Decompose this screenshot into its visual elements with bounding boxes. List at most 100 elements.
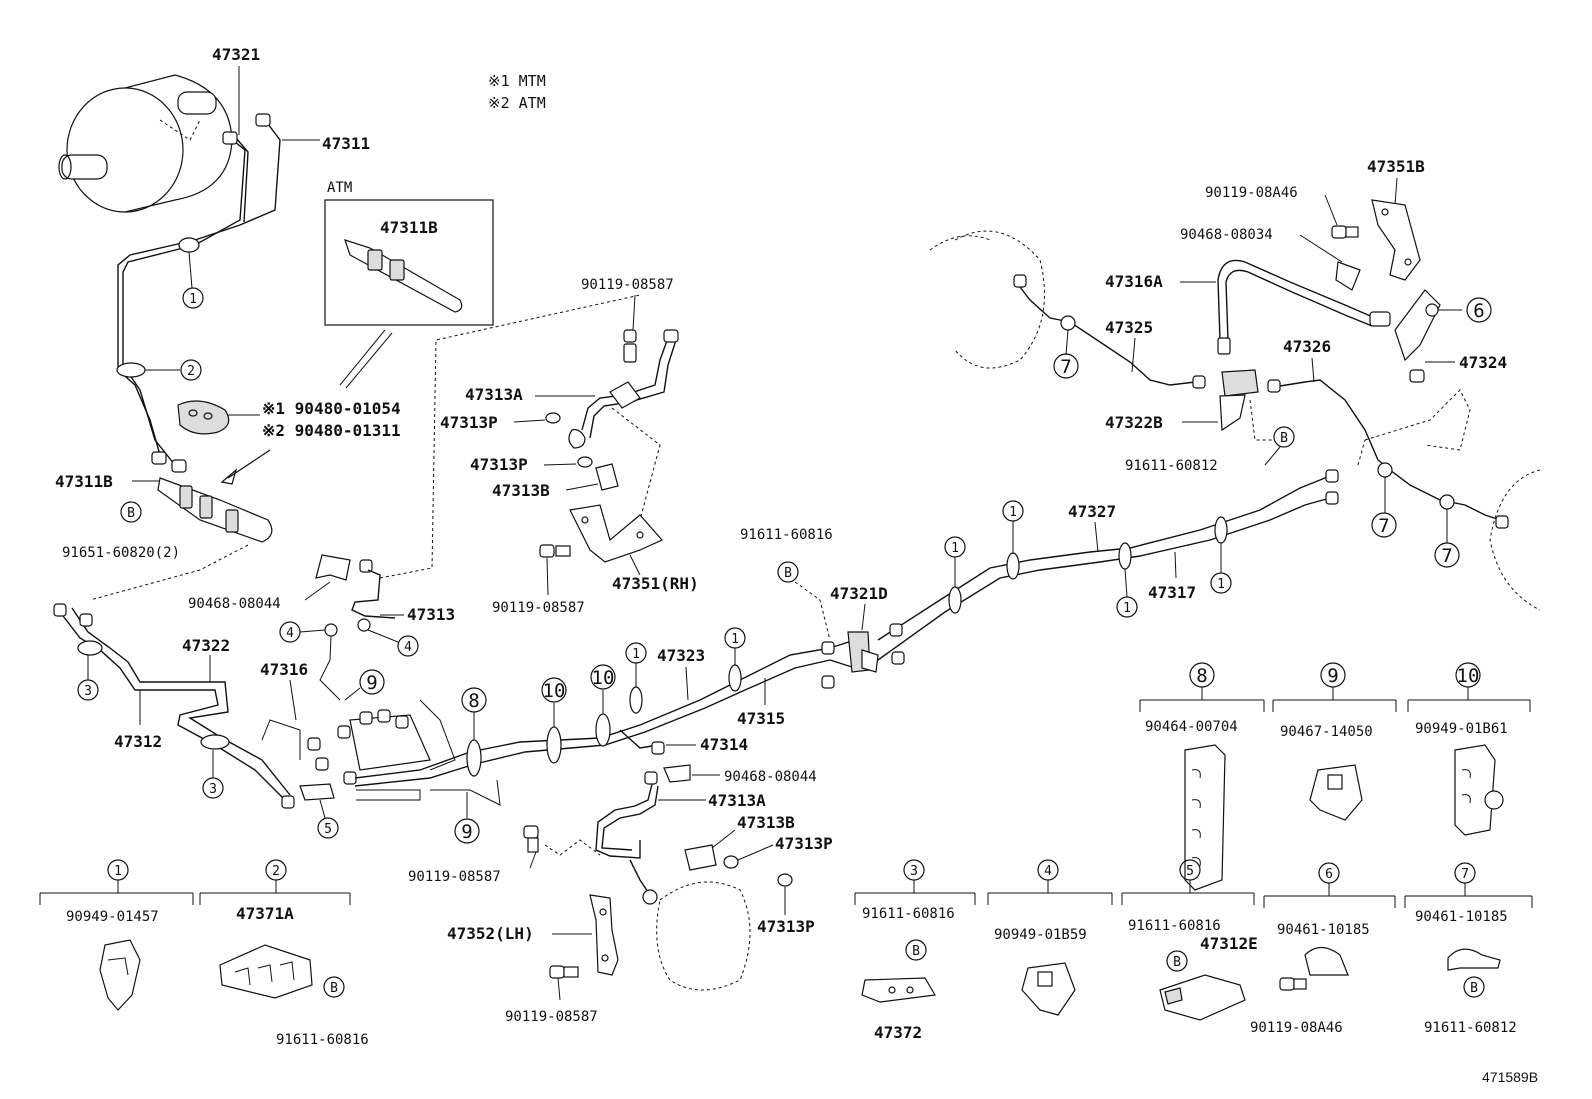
clamp-3 — [77, 640, 103, 656]
label-90468-08034: 90468-08034 — [1180, 227, 1273, 243]
svg-text:1: 1 — [1009, 505, 1017, 520]
callout-9 — [359, 669, 385, 695]
svg-text:2: 2 — [272, 864, 280, 879]
clamp-1f — [1006, 552, 1020, 580]
legend-3: 3 91611-60816 B 47372 — [854, 859, 976, 1042]
callout-b-right — [1273, 426, 1295, 448]
clamp-10a — [546, 726, 562, 764]
label-47311b: 47311B — [55, 472, 113, 491]
svg-text:B: B — [330, 981, 338, 996]
clamp-1h — [1214, 516, 1228, 544]
svg-text:7: 7 — [1441, 545, 1452, 567]
callout-5 — [317, 817, 339, 839]
label-47321d: 47321D — [830, 584, 888, 603]
clip-90468 — [315, 554, 373, 581]
svg-text:B: B — [912, 944, 920, 959]
svg-text:B: B — [1280, 431, 1288, 446]
svg-text:6: 6 — [1325, 867, 1333, 882]
legend-8: 8 90464-00704 — [1139, 662, 1265, 891]
callout-4-b — [397, 635, 419, 657]
clamp-5 — [299, 783, 335, 801]
label-47313: 47313 — [407, 605, 455, 624]
brake-booster-drawing — [58, 74, 233, 213]
legend-7-sub: 91611-60812 — [1424, 1020, 1517, 1036]
svg-text:10: 10 — [592, 667, 615, 689]
legend-7: 7 90461-10185 B 91611-60812 — [1404, 862, 1533, 1036]
legend-2-sub: 91611-60816 — [276, 1032, 369, 1048]
svg-text:6: 6 — [1473, 300, 1484, 322]
label-47313p-top1: 47313P — [440, 413, 498, 432]
atm-bracket-drawing — [344, 239, 463, 313]
clamp-1 — [178, 237, 200, 253]
callout-9-lower — [454, 818, 480, 844]
callout-1-e — [944, 536, 966, 558]
svg-text:9: 9 — [461, 821, 472, 843]
callout-7-c — [1434, 542, 1460, 568]
label-90119-08587-b: 90119-08587 — [492, 600, 585, 616]
label-90119-08587-a: 90119-08587 — [581, 277, 674, 293]
label-47313a-top: 47313A — [465, 385, 523, 404]
svg-text:3: 3 — [209, 782, 217, 797]
svg-text:B: B — [1173, 955, 1181, 970]
svg-text:7: 7 — [1060, 356, 1071, 378]
label-90119-08a46: 90119-08A46 — [1205, 185, 1298, 201]
svg-text:8: 8 — [468, 690, 479, 712]
legend-3-part: 91611-60816 — [862, 906, 955, 922]
svg-text:4: 4 — [404, 640, 412, 655]
label-90119-08587-c: 90119-08587 — [408, 869, 501, 885]
label-47313b-top: 47313B — [492, 481, 550, 500]
callout-7-a — [1053, 353, 1079, 379]
legend-2-part: 47371A — [236, 904, 294, 923]
svg-text:1: 1 — [632, 647, 640, 662]
label-90468-08044-a: 90468-08044 — [188, 596, 281, 612]
label-47351-rh: 47351(RH) — [612, 574, 699, 593]
callout-b-mid — [777, 561, 799, 583]
clamp-8 — [466, 739, 482, 777]
clamp-1g — [1118, 542, 1132, 570]
callout-10 — [541, 677, 567, 703]
label-47317: 47317 — [1148, 583, 1196, 602]
fitting-nut — [151, 113, 271, 473]
label-47313p-top2: 47313P — [470, 455, 528, 474]
note-atm: ※2 ATM — [488, 94, 546, 112]
bracket-47351b — [1371, 199, 1421, 281]
bracket-47352-lh — [589, 894, 619, 976]
junction-47322b — [1221, 369, 1259, 397]
legend-5-part: 91611-60816 — [1128, 918, 1221, 934]
label-90119-08587-d: 90119-08587 — [505, 1009, 598, 1025]
svg-text:4: 4 — [286, 626, 294, 641]
label-47322: 47322 — [182, 636, 230, 655]
label-47316: 47316 — [260, 660, 308, 679]
callout-8 — [461, 687, 487, 713]
legend-10: 10 90949-01B61 — [1407, 662, 1531, 836]
label-47311: 47311 — [322, 134, 370, 153]
legend-6: 6 90461-10185 90119-08A46 — [1250, 862, 1396, 1036]
diagram-code: 471589B — [1482, 1069, 1538, 1085]
label-grommet-mtm: ※1 90480-01054 — [262, 399, 401, 418]
svg-text:9: 9 — [366, 672, 377, 694]
clamp-1d — [728, 664, 742, 692]
label-91611-60812: 91611-60812 — [1125, 458, 1218, 474]
legend-7-part: 90461-10185 — [1415, 909, 1508, 925]
callout-3 — [77, 679, 99, 701]
label-47325: 47325 — [1105, 318, 1153, 337]
clamp-3b — [200, 734, 230, 750]
svg-text:3: 3 — [84, 684, 92, 699]
label-47316a: 47316A — [1105, 272, 1163, 291]
legend-5: 5 91611-60816 47312E B — [1121, 859, 1258, 1021]
svg-text:1: 1 — [1123, 601, 1131, 616]
rear-drum-left — [954, 230, 1045, 369]
legend-5-sub: 47312E — [1200, 934, 1258, 953]
legend-4: 4 90949-01B59 — [987, 859, 1113, 1016]
clamp-1e — [948, 586, 962, 614]
label-47351b: 47351B — [1367, 157, 1425, 176]
label-47321: 47321 — [212, 45, 260, 64]
label-47324: 47324 — [1459, 353, 1507, 372]
svg-text:8: 8 — [1196, 665, 1207, 687]
label-91651-60820: 91651-60820(2) — [62, 545, 180, 561]
label-grommet-atm: ※2 90480-01311 — [262, 421, 401, 440]
callout-1-g — [1116, 596, 1138, 618]
bracket-47311b — [157, 477, 273, 543]
note-mtm: ※1 MTM — [488, 72, 546, 90]
